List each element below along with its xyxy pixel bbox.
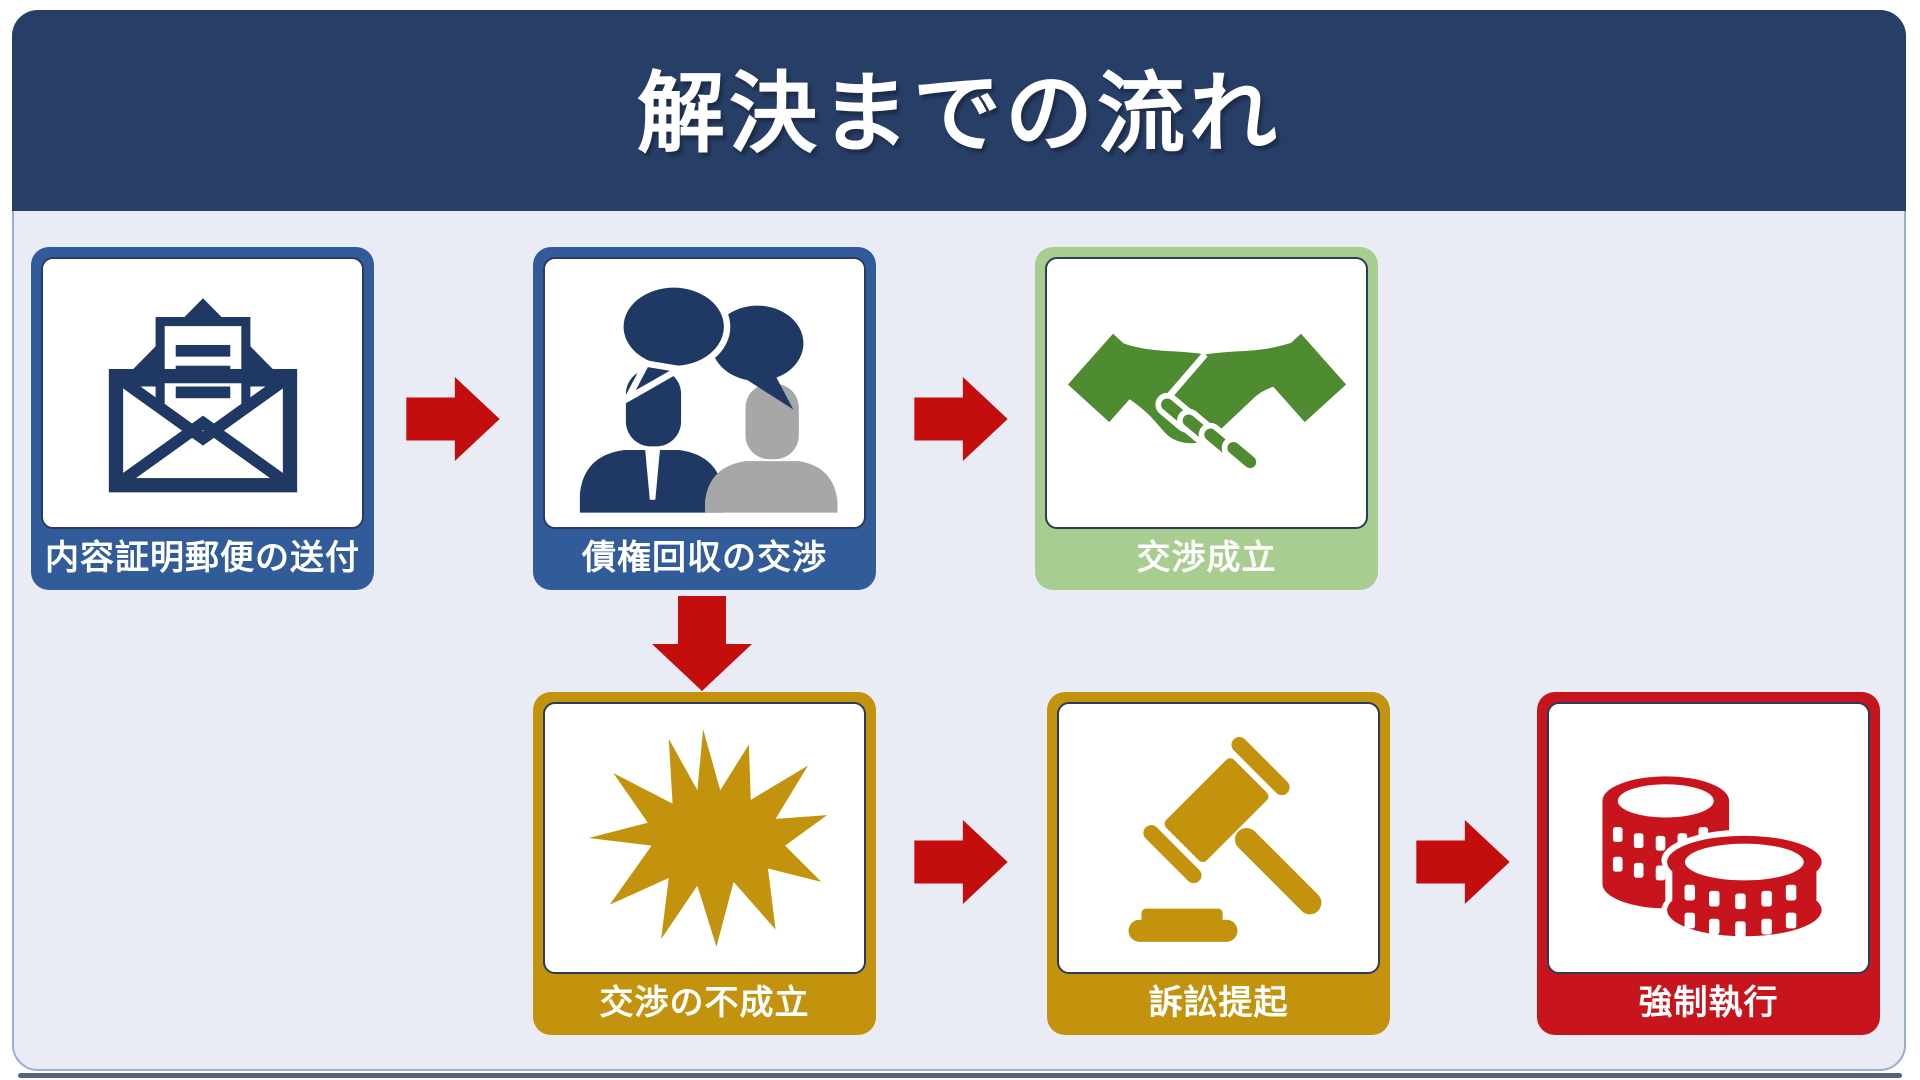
negotiation-icon-area [543,257,866,529]
handshake-icon [1067,333,1346,474]
tie [644,450,660,500]
enforcement-icon-area [1547,702,1870,974]
flow-box-lawsuit: 訴訟提起 [1047,692,1390,1035]
speech-bubble-left [616,281,730,407]
failure-icon-area [543,702,866,974]
page-title: 解決までの流れ [636,63,1281,163]
flow-box-enforcement: 強制執行 [1537,692,1880,1035]
gavel-icon [1128,736,1321,942]
speech-bubble-right [710,305,803,410]
money-coins-icon [1601,776,1827,941]
header-banner: 解決までの流れ [12,10,1906,211]
box-label: 内容証明郵便の送付 [45,539,360,577]
box-label: 交渉成立 [1136,539,1277,577]
arrow-right-icon [912,377,1010,461]
certified-mail-icon-area [41,257,364,529]
discussion-icon [579,281,837,513]
arrow-right-icon [1414,820,1512,904]
lawsuit-icon-area [1057,702,1380,974]
arrow-right-icon [912,820,1010,904]
bottom-edge-strip [18,1073,1902,1078]
flow-box-negotiation: 債権回収の交渉 [533,247,876,590]
explosion-burst-icon [588,729,827,947]
box-label: 債権回収の交渉 [582,539,827,577]
flow-box-failure: 交渉の不成立 [533,692,876,1035]
flow-box-certified-mail: 内容証明郵便の送付 [31,247,374,590]
person-right [704,383,837,513]
box-label: 交渉の不成立 [599,984,810,1022]
open-mail-icon [108,298,297,493]
flow-box-success: 交渉成立 [1035,247,1378,590]
success-icon-area [1045,257,1368,529]
box-label: 訴訟提起 [1148,984,1289,1022]
arrow-down-icon [652,596,752,691]
arrow-right-icon [404,377,502,461]
box-label: 強制執行 [1638,984,1779,1022]
